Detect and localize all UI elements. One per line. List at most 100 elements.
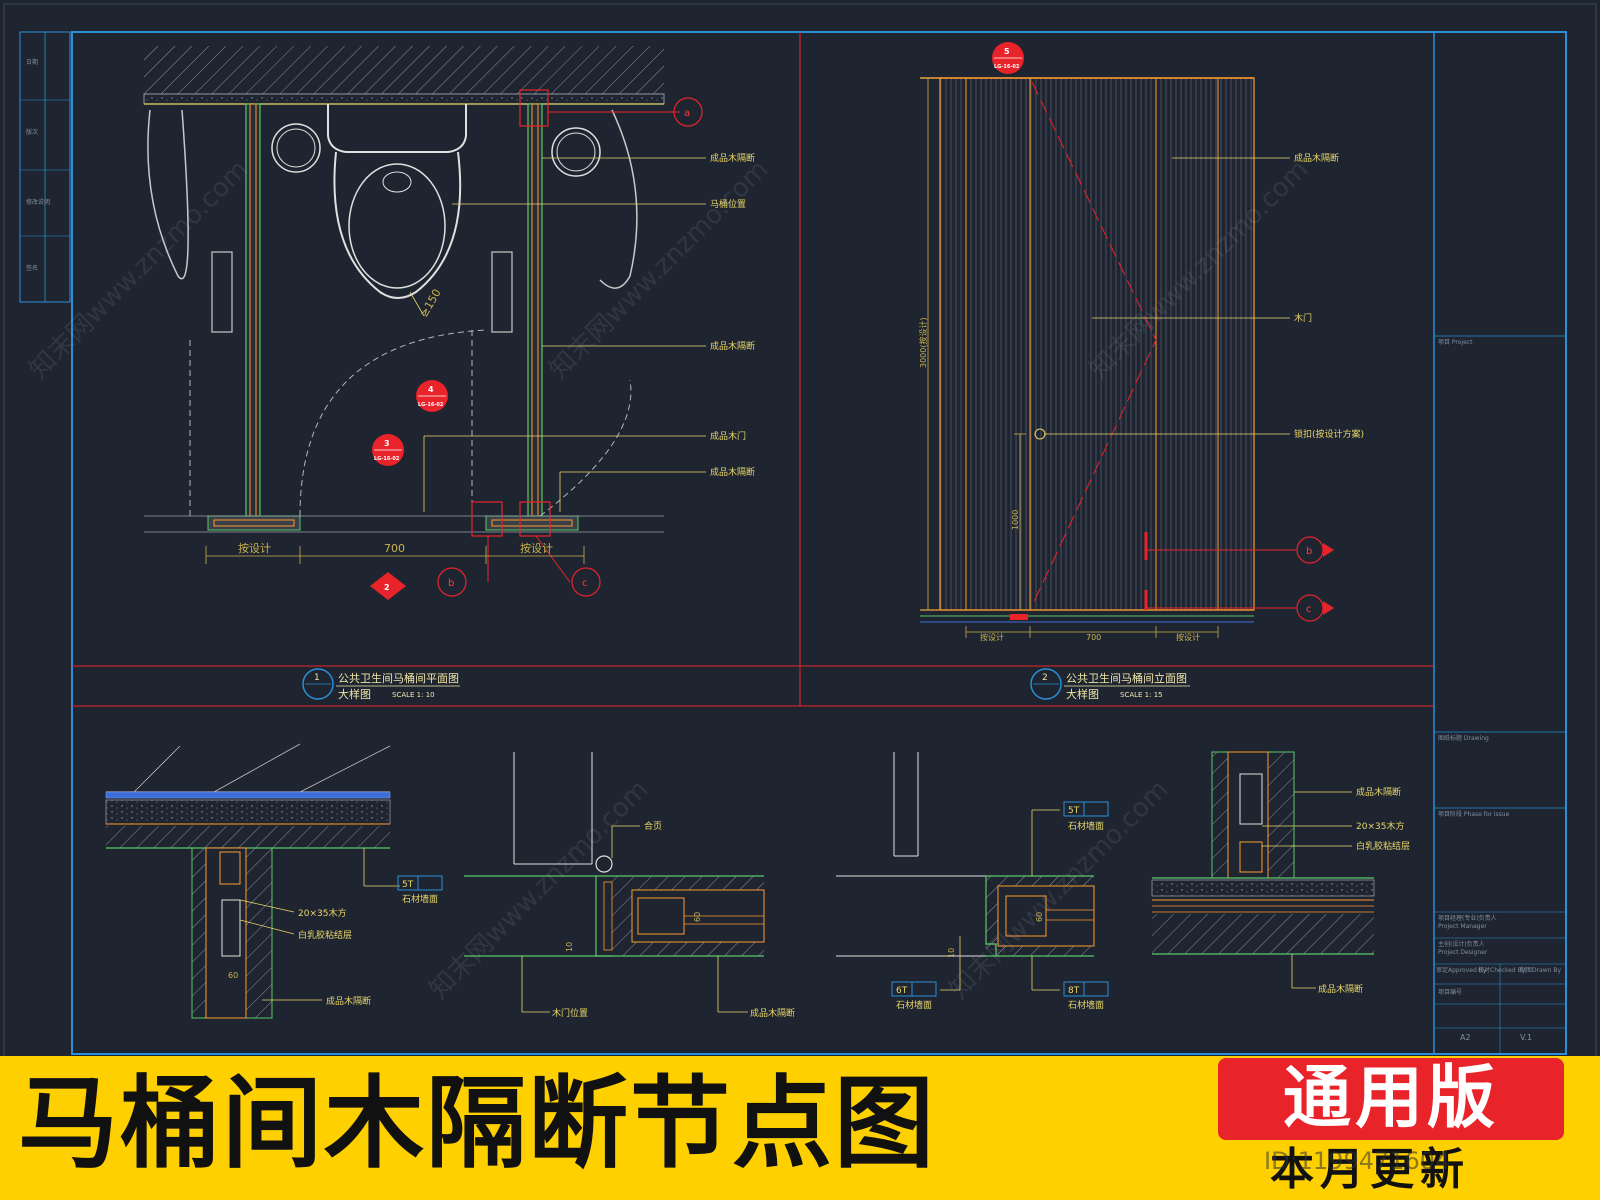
plan-label-partition-a: 成品木隔断 (710, 152, 755, 164)
detail-b-hinge: 合页 (644, 820, 662, 832)
svg-text:大样图: 大样图 (1066, 687, 1099, 701)
detail-d-wood: 20×35木方 (1356, 820, 1404, 832)
tb-approved: 审定Approved By (1436, 966, 1487, 974)
elev-marker-c: c (1146, 594, 1334, 622)
svg-text:大样图: 大样图 (338, 687, 371, 701)
view-2-title: 2 公共卫生间马桶间立面图 大样图 SCALE 1: 15 (1030, 668, 1190, 701)
section-marker-4: 4 LG-16-02 (416, 380, 448, 412)
tb-drawing: 图纸标题 Drawing (1438, 734, 1489, 742)
detail-b-panel: 成品木隔断 (750, 1007, 795, 1019)
elev-dim-right: 按设计 (1176, 632, 1200, 642)
plan-circle-b: b (448, 578, 454, 589)
plan-circle-a: a (684, 108, 690, 119)
plan-label-toilet: 马桶位置 (710, 198, 746, 210)
plan-dimensions (205, 546, 585, 564)
svg-text:5T: 5T (1068, 806, 1080, 816)
section-marker-2: 2 (370, 572, 406, 600)
plan-label-partition-c: 成品木隔断 (710, 466, 755, 478)
tb-version: V.1 (1520, 1033, 1532, 1042)
section-marker-5: 5 LG-16-02 (992, 42, 1024, 74)
svg-text:2: 2 (1042, 673, 1048, 683)
banner-title: 马桶间木隔断节点图 (18, 1065, 936, 1182)
svg-text:LG-16-02: LG-16-02 (374, 456, 400, 462)
tb-phase: 项目阶段 Phase for issue (1438, 810, 1510, 818)
plan-dim-mid: 700 (384, 542, 405, 555)
detail-d-panel2: 成品木隔断 (1318, 983, 1363, 995)
plan-label-partition-b: 成品木隔断 (710, 340, 755, 352)
sheet-frame (71, 31, 1567, 1055)
banner-id: ID:1199471604 (1264, 1147, 1451, 1175)
svg-text:60: 60 (693, 912, 702, 922)
plan-view: ≥150 a b c 4 LG-16-02 3 LG-16-02 2 (143, 46, 755, 600)
detail-d: 成品木隔断 20×35木方 白乳胶粘结层 成品木隔断 (1151, 751, 1410, 995)
svg-text:知末网www.znzmo.com: 知末网www.znzmo.com (24, 154, 255, 385)
banner-subtitle: 本月更新 (1270, 1144, 1470, 1195)
detail-a-wood: 20×35木方 (298, 907, 346, 919)
tb-number: 项目编号 (1438, 988, 1462, 996)
strip-label-2: 版次 (26, 128, 38, 136)
svg-text:公共卫生间马桶间平面图: 公共卫生间马桶间平面图 (338, 671, 459, 685)
elev-dim-mid: 700 (1086, 633, 1101, 642)
detail-a-panel: 成品木隔断 (326, 995, 371, 1007)
detail-c: 5T 石材墙面 6T 石材墙面 8T 石材墙面 60 10 (836, 752, 1109, 1011)
svg-text:60: 60 (228, 971, 238, 980)
tb-designer-en: Project Designer (1438, 949, 1488, 956)
svg-text:1: 1 (314, 673, 320, 683)
tb-checked: 校对Checked By (1478, 966, 1526, 974)
ceiling-hatch (144, 46, 664, 94)
detail-c-stone-right: 石材墙面 (1068, 999, 1104, 1011)
section-marker-3: 3 LG-16-02 (372, 434, 404, 466)
tb-designer: 主创(设计)负责人 (1438, 940, 1485, 948)
svg-text:8T: 8T (1068, 986, 1080, 996)
promo-banner: 马桶间木隔断节点图 通用版 本月更新 ID:1199471604 (0, 1056, 1600, 1200)
svg-text:b: b (1306, 546, 1312, 557)
elev-dim-left: 按设计 (980, 632, 1004, 642)
plan-dim-left: 按设计 (238, 541, 271, 555)
strip-label-4: 签名 (26, 264, 38, 272)
view-1-title: 1 公共卫生间马桶间平面图 大样图 SCALE 1: 10 (302, 668, 460, 701)
tb-pm: 项目经理(专业)负责人 (1438, 914, 1497, 922)
svg-text:3: 3 (384, 439, 390, 448)
detail-a-glue: 白乳胶粘结层 (298, 929, 352, 941)
elev-label-door: 木门 (1294, 312, 1312, 324)
svg-text:60: 60 (1035, 912, 1044, 922)
svg-text:c: c (1306, 604, 1312, 615)
svg-text:LG-16-02: LG-16-02 (994, 64, 1020, 70)
plan-dim-right: 按设计 (520, 541, 553, 555)
svg-text:10: 10 (565, 942, 574, 952)
elev-dim-height: 3000(按设计) (918, 317, 928, 368)
svg-text:知末网www.znzmo.com: 知末网www.znzmo.com (944, 774, 1175, 1005)
svg-text:SCALE 1: 15: SCALE 1: 15 (1120, 691, 1163, 699)
svg-text:6T: 6T (896, 986, 908, 996)
elev-marker-b: b (1146, 536, 1334, 564)
title-block: 项目 Project 图纸标题 Drawing 项目阶段 Phase for i… (1433, 31, 1567, 1055)
detail-b-door-pos: 木门位置 (552, 1007, 588, 1019)
tb-drawn: 制图Drawn By (1520, 966, 1561, 974)
svg-text:SCALE 1: 10: SCALE 1: 10 (392, 691, 435, 699)
detail-a: 5T 石材墙面 20×35木方 白乳胶粘结层 成品木隔断 60 (105, 743, 443, 1019)
detail-d-glue: 白乳胶粘结层 (1356, 840, 1410, 852)
svg-text:LG-16-02: LG-16-02 (418, 402, 444, 408)
svg-text:5T: 5T (402, 880, 414, 890)
detail-b: 合页 木门位置 成品木隔断 60 10 (464, 752, 795, 1019)
svg-text:5: 5 (1004, 47, 1010, 56)
plan-label-door: 成品木门 (710, 430, 746, 442)
strip-label-3: 修改说明 (26, 198, 50, 206)
detail-c-stone-left: 石材墙面 (896, 999, 932, 1011)
tb-size: A2 (1460, 1033, 1471, 1042)
plan-leaders (423, 157, 706, 512)
elev-label-partition: 成品木隔断 (1294, 152, 1339, 164)
elev-dim-1000: 1000 (1011, 510, 1020, 530)
svg-text:4: 4 (428, 385, 434, 394)
banner-badge: 通用版 (1218, 1058, 1564, 1140)
elevation-view: 3000(按设计) 1000 按设计 700 按设计 成品木隔断 木门 锁扣(按… (918, 42, 1364, 642)
svg-text:10: 10 (947, 948, 956, 958)
plan-dim-150: ≥150 (417, 287, 443, 320)
tb-project: 项目 Project (1438, 339, 1473, 346)
svg-text:公共卫生间马桶间立面图: 公共卫生间马桶间立面图 (1066, 671, 1187, 685)
toilet-icon (327, 104, 467, 153)
svg-text:2: 2 (384, 583, 390, 592)
detail-d-panel: 成品木隔断 (1356, 786, 1401, 798)
strip-label-1: 日期 (26, 58, 38, 66)
